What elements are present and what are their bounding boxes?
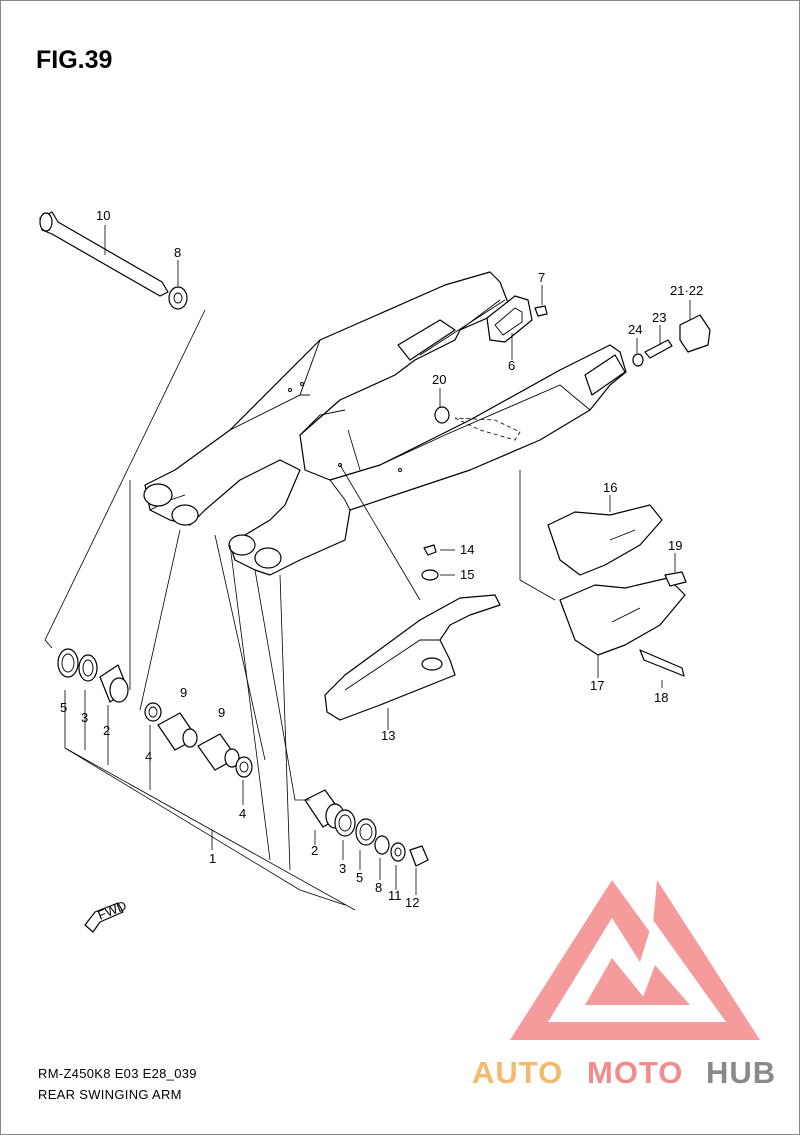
- callout-20: 20: [432, 372, 446, 387]
- screw-7: [534, 305, 548, 317]
- pivot-bolt: [39, 211, 169, 297]
- callout-15: 15: [460, 567, 474, 582]
- swing-arm-body: [143, 271, 627, 576]
- leader-lines: [44, 225, 691, 911]
- callout-14: 14: [460, 542, 474, 557]
- callout-3-right: 3: [339, 861, 346, 876]
- callout-13: 13: [381, 728, 395, 743]
- callout-21-22: 21·22: [670, 283, 703, 298]
- watermark-hub: HUB: [706, 1055, 776, 1090]
- figure-title: FIG.39: [36, 46, 113, 74]
- forward-direction-arrow: FWD: [84, 898, 129, 933]
- callout-18: 18: [654, 690, 668, 705]
- callout-17: 17: [590, 678, 604, 693]
- callout-9-right: 9: [218, 705, 225, 720]
- chain-slider: [324, 594, 501, 721]
- callout-2-left: 2: [103, 723, 110, 738]
- washer-8-top: [168, 286, 188, 310]
- callout-23: 23: [652, 310, 666, 325]
- callout-24: 24: [628, 322, 642, 337]
- chain-slider-plate: [486, 295, 533, 343]
- bolt-14-washer-15: [421, 544, 439, 581]
- callout-4-right: 4: [239, 806, 246, 821]
- chain-guide: [547, 504, 687, 677]
- cap-20: [434, 406, 450, 424]
- watermark-text: AUTO MOTO HUB: [472, 1055, 776, 1090]
- callout-6: 6: [508, 358, 515, 373]
- callout-7: 7: [538, 270, 545, 285]
- callout-10: 10: [96, 208, 110, 223]
- svg-text:FWD: FWD: [96, 898, 129, 923]
- callout-9-left: 9: [180, 685, 187, 700]
- callout-8-top: 8: [174, 245, 181, 260]
- callout-16: 16: [603, 480, 617, 495]
- callout-19: 19: [668, 538, 682, 553]
- watermark-logo: [510, 880, 760, 1040]
- callout-2-right: 2: [311, 843, 318, 858]
- right-bearing-group: [304, 789, 429, 867]
- model-code: RM-Z450K8 E03 E28_039: [38, 1066, 197, 1081]
- callout-1: 1: [209, 851, 216, 866]
- watermark-moto: MOTO: [587, 1055, 683, 1090]
- assembly-name: REAR SWINGING ARM: [38, 1087, 182, 1102]
- callout-12: 12: [405, 895, 419, 910]
- callout-4-left: 4: [145, 749, 152, 764]
- callout-3-left: 3: [81, 710, 88, 725]
- watermark-auto: AUTO: [472, 1055, 563, 1090]
- left-bearing-group: [57, 648, 253, 778]
- callout-5-right: 5: [356, 870, 363, 885]
- callout-5-left: 5: [60, 700, 67, 715]
- callout-11: 11: [388, 888, 402, 903]
- callout-8-bottom: 8: [375, 880, 382, 895]
- chain-adjuster-parts: [632, 314, 711, 367]
- callout-labels: 10 8 7 6 21·22 23 24 20 16 14 15 19 17 1…: [60, 208, 703, 910]
